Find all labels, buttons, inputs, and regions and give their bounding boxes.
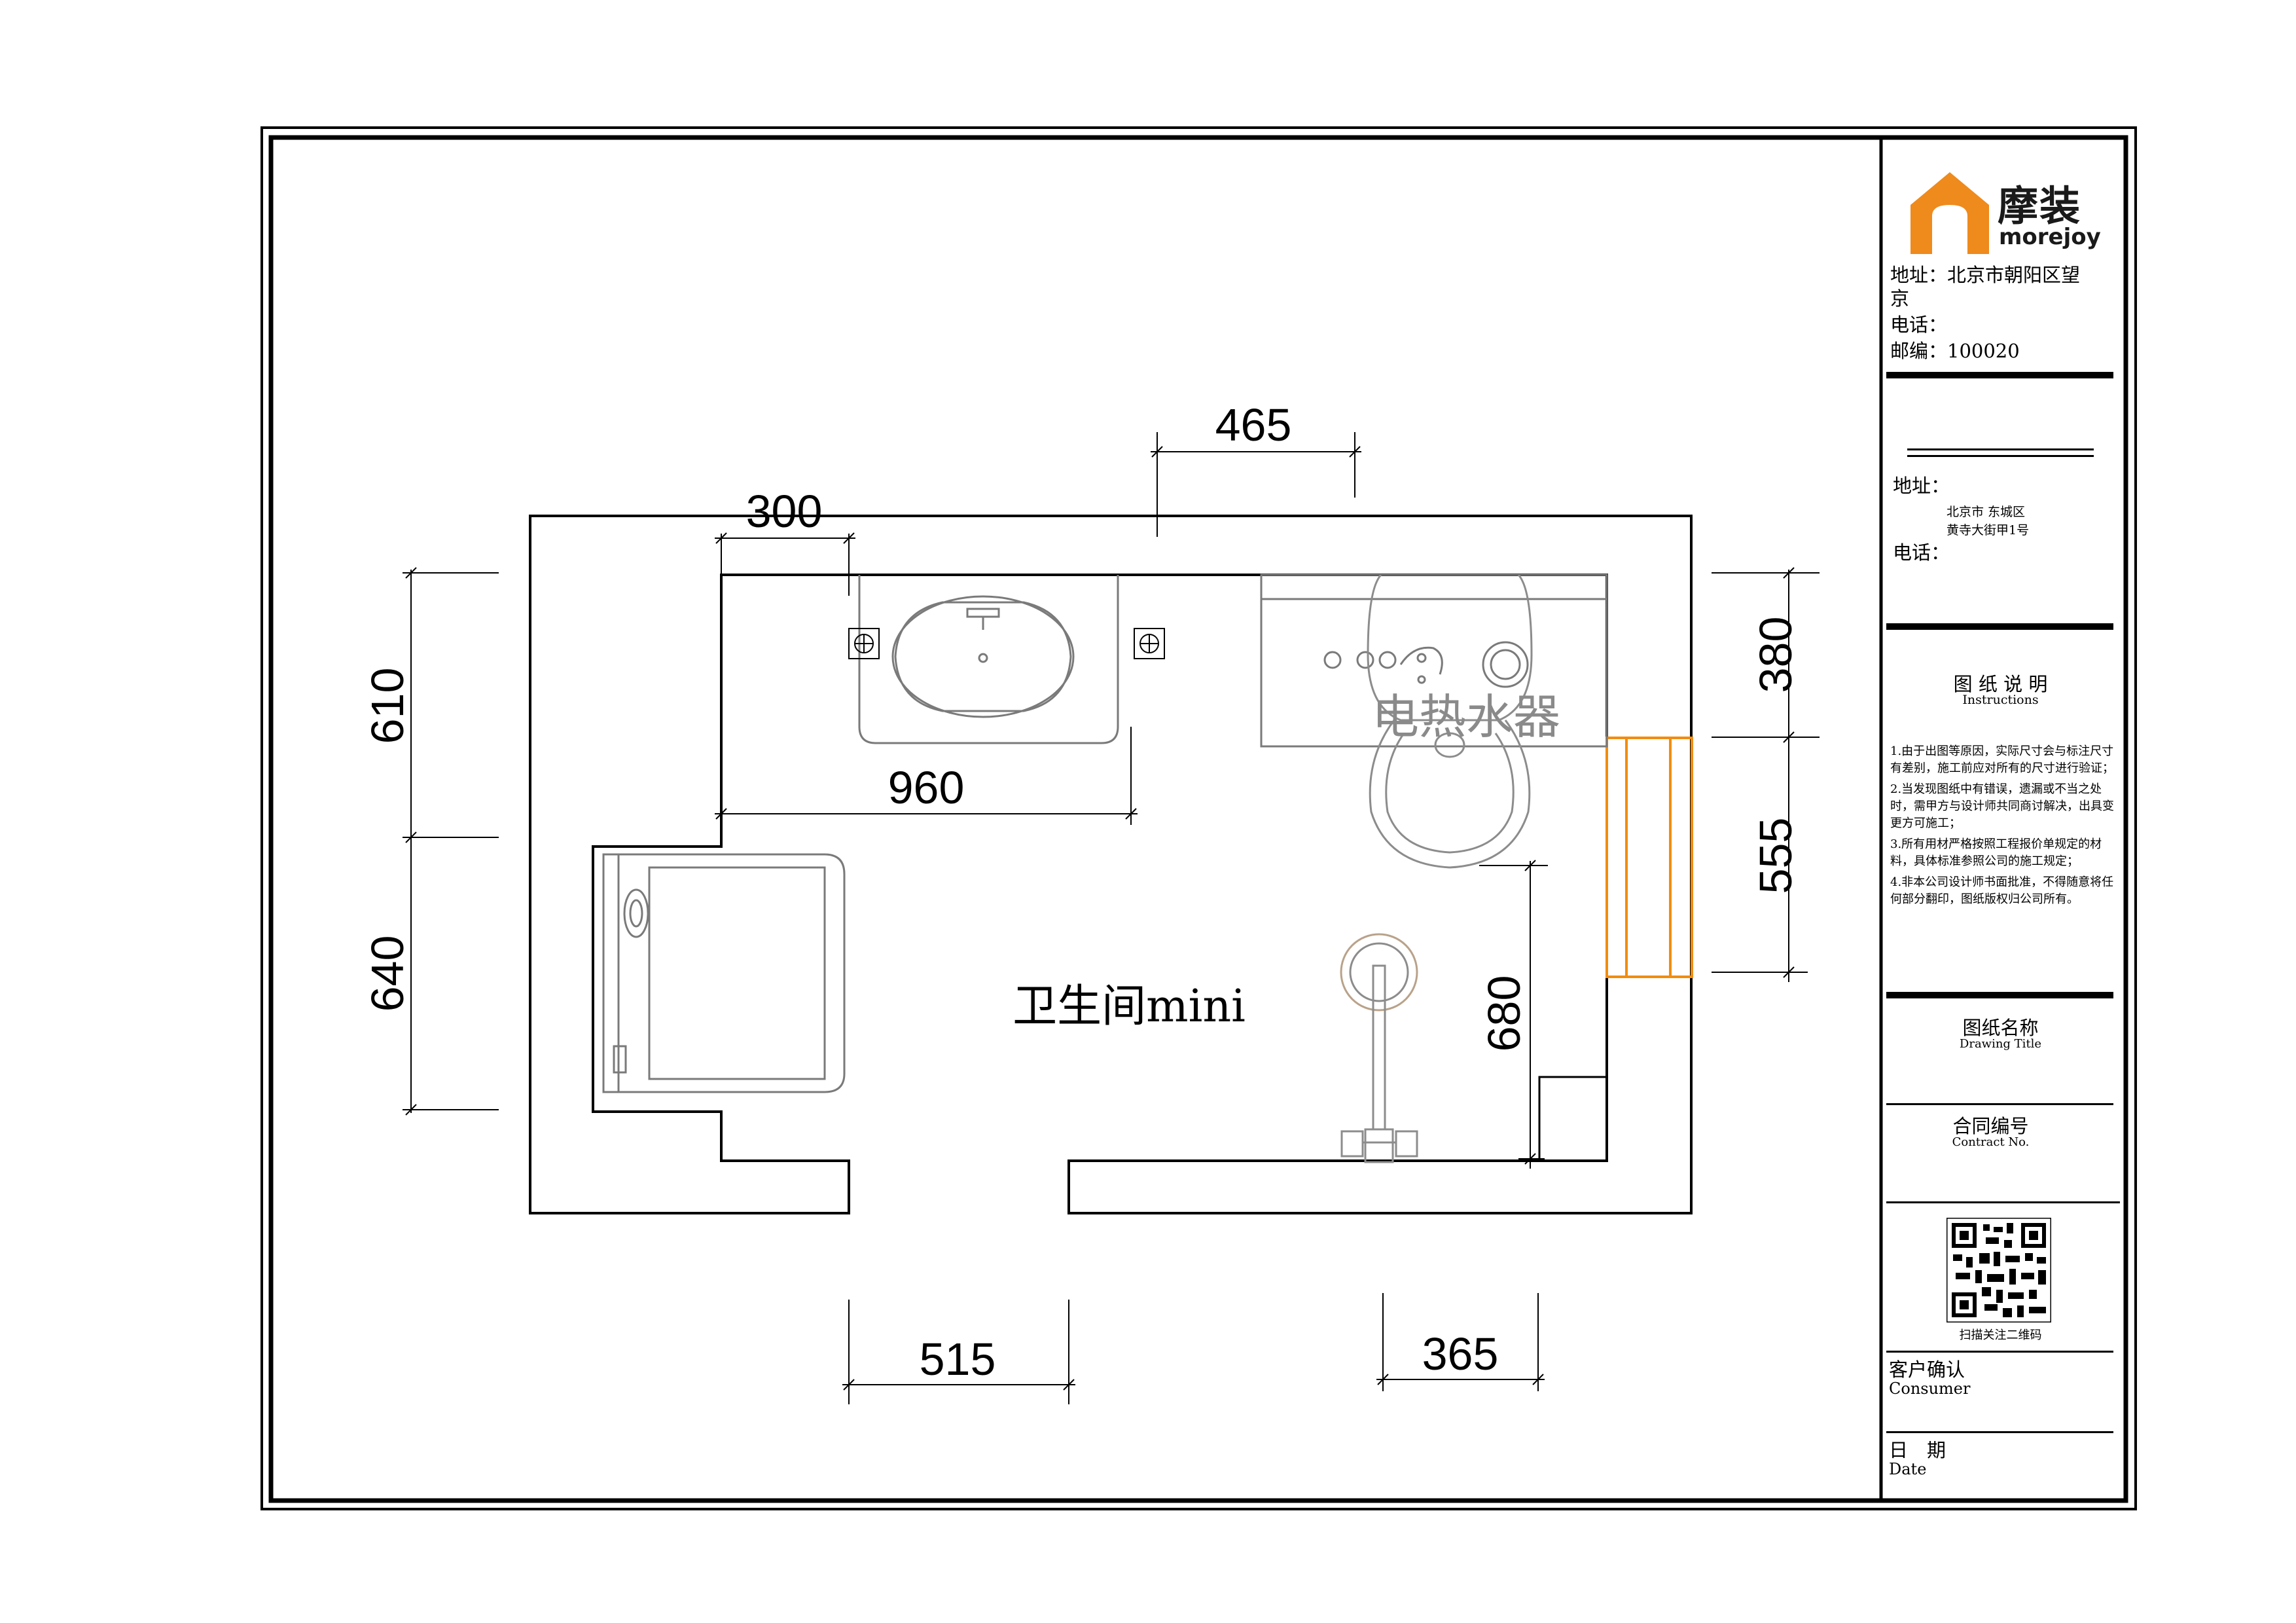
dimension-lines <box>403 432 1820 1404</box>
consumer-label: 客户确认 <box>1889 1359 1965 1381</box>
consumer-label-en: Consumer <box>1889 1379 1971 1398</box>
date-label-en: Date <box>1889 1460 1927 1478</box>
divider <box>1907 455 2094 457</box>
dim-380: 380 <box>1750 617 1801 693</box>
note-item: 2.当发现图纸中有错误，遗漏或不当之处时，需甲方与设计师共同商讨解决，出具变更方… <box>1890 782 2114 830</box>
divider <box>1886 992 2113 998</box>
contract-label-en: Contract No. <box>1952 1135 2030 1149</box>
divider <box>1886 1201 2120 1203</box>
project-info: 地址： 北京市 东城区 黄寺大街甲1号 电话： <box>1893 473 2132 566</box>
shower-tray <box>602 853 846 1093</box>
dim-640: 640 <box>362 936 413 1012</box>
logo-chinese: 摩装 <box>1998 182 2082 230</box>
instructions-notes: 1.由于出图等原因，实际尺寸会与标注尺寸有差别，施工前应对所有的尺寸进行验证； … <box>1890 743 2114 912</box>
corner-cabinet <box>1538 1076 1608 1162</box>
company-postcode: 邮编：100020 <box>1890 340 2020 362</box>
basin <box>891 595 1075 718</box>
water-heater-label: 电热水器 <box>1372 689 1560 744</box>
instructions-title: 图 纸 说 明 <box>1953 673 2048 695</box>
shower-column <box>1340 933 1418 1163</box>
vanity-counter <box>858 575 1119 744</box>
qr-code-icon[interactable] <box>1946 1218 2051 1322</box>
drawing-title: 图纸名称 Drawing Title <box>1881 1015 2120 1053</box>
note-item: 1.由于出图等原因，实际尺寸会与标注尺寸有差别，施工前应对所有的尺寸进行验证； <box>1890 744 2114 775</box>
dim-680: 680 <box>1479 976 1530 1052</box>
date-field: 日 期 Date <box>1889 1437 2128 1480</box>
company-logo: 摩装 morejoy <box>1907 169 2104 261</box>
company-address: 地址：北京市朝阳区望 <box>1890 264 2081 286</box>
contract-number: 合同编号 Contract No. <box>1871 1113 2110 1151</box>
divider <box>1886 623 2113 630</box>
project-phone-label: 电话： <box>1893 541 1950 564</box>
dim-515: 515 <box>920 1334 996 1385</box>
door <box>1605 737 1693 978</box>
consumer-confirm: 客户确认 Consumer <box>1889 1357 2128 1400</box>
project-address-1: 北京市 东城区 <box>1946 505 2026 519</box>
instructions-heading: 图 纸 说 明 Instructions <box>1881 671 2120 709</box>
instructions-title-en: Instructions <box>1962 693 2039 707</box>
contract-label: 合同编号 <box>1952 1115 2029 1137</box>
dim-465: 465 <box>1215 399 1292 450</box>
divider <box>1886 1103 2113 1105</box>
dim-960: 960 <box>888 762 965 813</box>
drain-tiles <box>848 628 1165 659</box>
toilet <box>1367 574 1533 869</box>
date-label: 日 期 <box>1889 1439 1946 1461</box>
drawing-title-label: 图纸名称 <box>1962 1017 2039 1039</box>
dim-365: 365 <box>1422 1328 1499 1379</box>
wall-counter <box>1260 574 1608 748</box>
walls <box>529 515 1693 1214</box>
divider <box>1886 372 2113 378</box>
dim-555: 555 <box>1750 818 1801 894</box>
project-address-2: 黄寺大街甲1号 <box>1946 523 2030 538</box>
dim-610: 610 <box>362 668 413 744</box>
divider <box>1886 1351 2113 1353</box>
outer-frame <box>260 126 2137 1510</box>
company-info: 地址：北京市朝阳区望 京 电话： 邮编：100020 <box>1890 262 2129 364</box>
qr-caption: 扫描关注二维码 <box>1959 1328 2042 1342</box>
title-block: 摩装 morejoy 地址：北京市朝阳区望 京 电话： 邮编：100020 地址… <box>1881 137 2120 1493</box>
note-item: 3.所有用材严格按照工程报价单规定的材料，具体标准参照公司的施工规定； <box>1890 837 2102 868</box>
project-address-label: 地址： <box>1893 475 1950 497</box>
house-logo-icon <box>1910 172 1989 254</box>
logo-english: morejoy <box>1999 224 2101 250</box>
room-label: 卫生间mini <box>1013 981 1246 1032</box>
company-phone: 电话： <box>1890 314 1948 336</box>
divider <box>1907 448 2094 450</box>
company-address-cont: 京 <box>1890 287 1910 310</box>
note-item: 4.非本公司设计师书面批准，不得随意将任何部分翻印，图纸版权归公司所有。 <box>1890 875 2114 906</box>
inner-frame <box>268 135 2128 1503</box>
divider <box>1886 1431 2113 1433</box>
dim-300: 300 <box>746 486 823 537</box>
drawing-title-en: Drawing Title <box>1959 1037 2042 1051</box>
